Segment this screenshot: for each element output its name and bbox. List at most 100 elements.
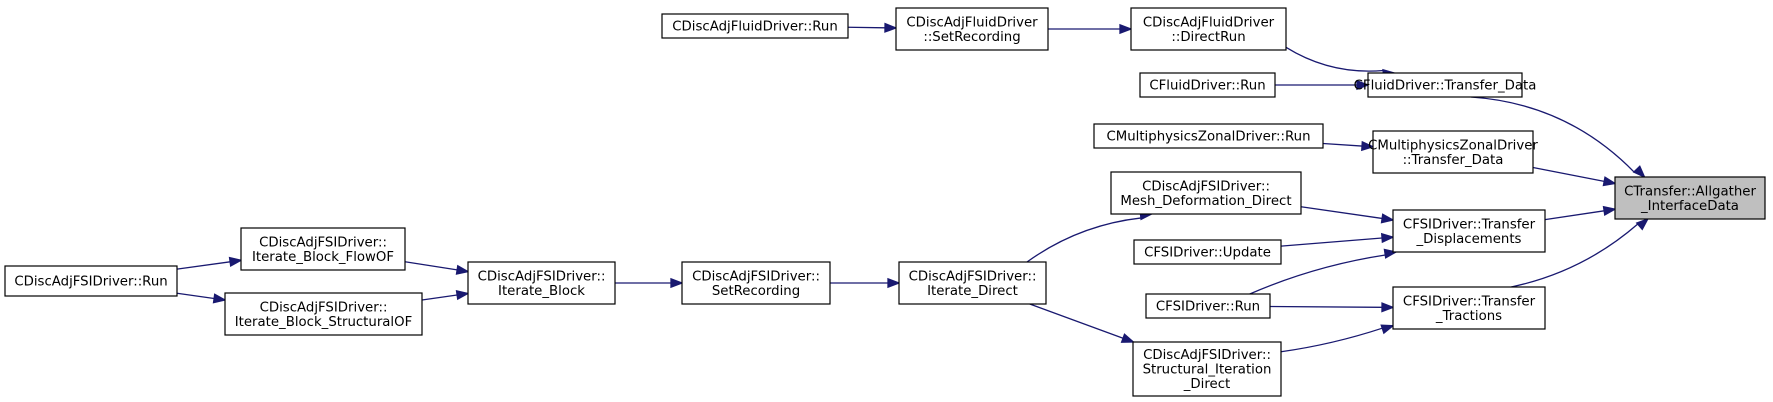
node-label-line: _Direct — [1183, 377, 1230, 392]
node-box — [898, 261, 1047, 305]
edge-line — [176, 292, 215, 300]
node-box — [467, 261, 616, 305]
function-node[interactable]: CDiscAdjFluidDriver::Run — [661, 13, 849, 39]
node-box — [1614, 176, 1766, 220]
node-box — [1372, 130, 1534, 174]
edge-line — [1280, 237, 1383, 247]
arrowhead-icon — [228, 256, 243, 267]
call-edge — [1026, 210, 1154, 263]
node-box — [1139, 72, 1276, 98]
node-label-line: CDiscAdjFluidDriver — [1143, 15, 1275, 30]
node-label-line: Iterate_Block — [498, 284, 585, 299]
call-edge — [1280, 232, 1395, 247]
function-node[interactable]: CDiscAdjFSIDriver::Run — [4, 265, 178, 297]
node-label-line: CDiscAdjFSIDriver:: — [909, 269, 1037, 284]
edge-line — [1532, 166, 1605, 182]
function-node[interactable]: CDiscAdjFSIDriver::Mesh_Deformation_Dire… — [1110, 171, 1302, 215]
node-label-line: CDiscAdjFSIDriver:: — [260, 300, 388, 315]
function-node[interactable]: CDiscAdjFSIDriver::Iterate_Block_FlowOF — [240, 227, 406, 271]
node-box — [1110, 171, 1302, 215]
call-edge — [1532, 166, 1617, 187]
node-label-line: Iterate_Block_StructuralOF — [235, 315, 413, 330]
arrowhead-icon — [1380, 213, 1395, 224]
call-edge — [1544, 205, 1617, 221]
node-label-line: CMultiphysicsZonalDriver — [1368, 138, 1538, 153]
edge-line — [1322, 142, 1363, 147]
call-edge — [1275, 79, 1370, 91]
arrowhead-icon — [1119, 23, 1133, 35]
arrowhead-icon — [455, 289, 470, 301]
node-label-line: CDiscAdjFSIDriver:: — [478, 269, 606, 284]
node-label-line: ::SetRecording — [923, 30, 1020, 45]
node-box — [1093, 123, 1324, 149]
arrowhead-icon — [1120, 333, 1136, 343]
function-node[interactable]: CDiscAdjFluidDriver::DirectRun — [1130, 7, 1287, 51]
node-label-line: CDiscAdjFSIDriver:: — [259, 235, 387, 250]
function-node[interactable]: CDiscAdjFSIDriver::Iterate_Direct — [898, 261, 1047, 305]
node-label-line: CFSIDriver::Update — [1144, 246, 1271, 261]
node-box — [661, 13, 849, 39]
function-node[interactable]: CFluidDriver::Run — [1139, 72, 1276, 98]
arrowhead-icon — [670, 277, 684, 289]
edge-line — [1026, 217, 1142, 263]
node-label-line: CDiscAdjFluidDriver — [906, 15, 1038, 30]
node-label-line: ::Transfer_Data — [1403, 153, 1504, 168]
call-edge — [176, 256, 243, 270]
arrowhead-icon — [1632, 165, 1646, 179]
arrowhead-icon — [455, 264, 470, 275]
nodes-layer: CTransfer::Allgather_InterfaceData CFluid… — [4, 7, 1766, 397]
edge-line — [1029, 303, 1124, 339]
node-box — [1392, 209, 1546, 253]
node-box — [4, 265, 178, 297]
node-box — [1367, 72, 1523, 98]
node-label-line: SetRecording — [712, 284, 800, 299]
edge-line — [1544, 210, 1605, 221]
function-node[interactable]: CFSIDriver::Run — [1145, 293, 1271, 319]
function-node[interactable]: CFSIDriver::Transfer_Tractions — [1392, 286, 1546, 330]
node-label-line: ::DirectRun — [1171, 30, 1245, 45]
node-label-line: CFSIDriver::Transfer — [1403, 217, 1536, 232]
arrowhead-icon — [1635, 217, 1650, 231]
arrowhead-icon — [1361, 140, 1375, 152]
node-label-line: CMultiphysicsZonalDriver::Run — [1106, 130, 1310, 145]
call-edge — [1269, 302, 1395, 313]
call-edge — [847, 22, 898, 33]
arrowhead-icon — [1602, 176, 1617, 187]
node-box — [1392, 286, 1546, 330]
call-edge — [614, 277, 684, 289]
node-label-line: Mesh_Deformation_Direct — [1120, 194, 1291, 209]
arrowhead-icon — [1380, 324, 1395, 335]
edge-line — [1249, 254, 1386, 295]
node-label-line: CDiscAdjFSIDriver:: — [1143, 348, 1271, 363]
call-edge — [1322, 140, 1375, 152]
arrowhead-icon — [887, 277, 901, 289]
call-edge — [176, 292, 227, 304]
function-node[interactable]: CMultiphysicsZonalDriver::Transfer_Data — [1368, 130, 1538, 174]
function-node[interactable]: CFSIDriver::Transfer_Displacements — [1392, 209, 1546, 253]
node-box — [895, 7, 1049, 51]
node-label-line: Iterate_Direct — [927, 284, 1018, 299]
function-node[interactable]: CDiscAdjFSIDriver::SetRecording — [681, 261, 831, 305]
node-label-line: CFSIDriver::Run — [1156, 300, 1260, 315]
arrowhead-icon — [1380, 232, 1395, 244]
node-box — [1132, 341, 1282, 397]
edge-line — [1300, 206, 1383, 220]
function-node[interactable]: CDiscAdjFSIDriver::Iterate_Block — [467, 261, 616, 305]
function-node[interactable]: CDiscAdjFSIDriver::Iterate_Block_Structu… — [224, 292, 423, 336]
edge-line — [176, 261, 231, 270]
arrowhead-icon — [1602, 205, 1617, 217]
edge-line — [1280, 327, 1383, 353]
function-node[interactable]: CFSIDriver::Update — [1133, 239, 1282, 265]
node-label-line: CFluidDriver::Run — [1149, 79, 1265, 94]
function-node[interactable]: CDiscAdjFluidDriver::SetRecording — [895, 7, 1049, 51]
arrowhead-icon — [1381, 302, 1395, 313]
node-label-line: _InterfaceData — [1640, 199, 1739, 214]
node-label-line: Iterate_Block_FlowOF — [252, 250, 394, 265]
function-node[interactable]: CDiscAdjFSIDriver::Structural_Iteration_… — [1132, 341, 1282, 397]
node-box — [240, 227, 406, 271]
function-node[interactable]: CMultiphysicsZonalDriver::Run — [1093, 123, 1324, 149]
node-box — [1145, 293, 1271, 319]
edge-line — [1470, 96, 1635, 173]
function-node[interactable]: CFluidDriver::Transfer_Data — [1354, 72, 1537, 98]
root-node: CTransfer::Allgather_InterfaceData — [1614, 176, 1766, 220]
